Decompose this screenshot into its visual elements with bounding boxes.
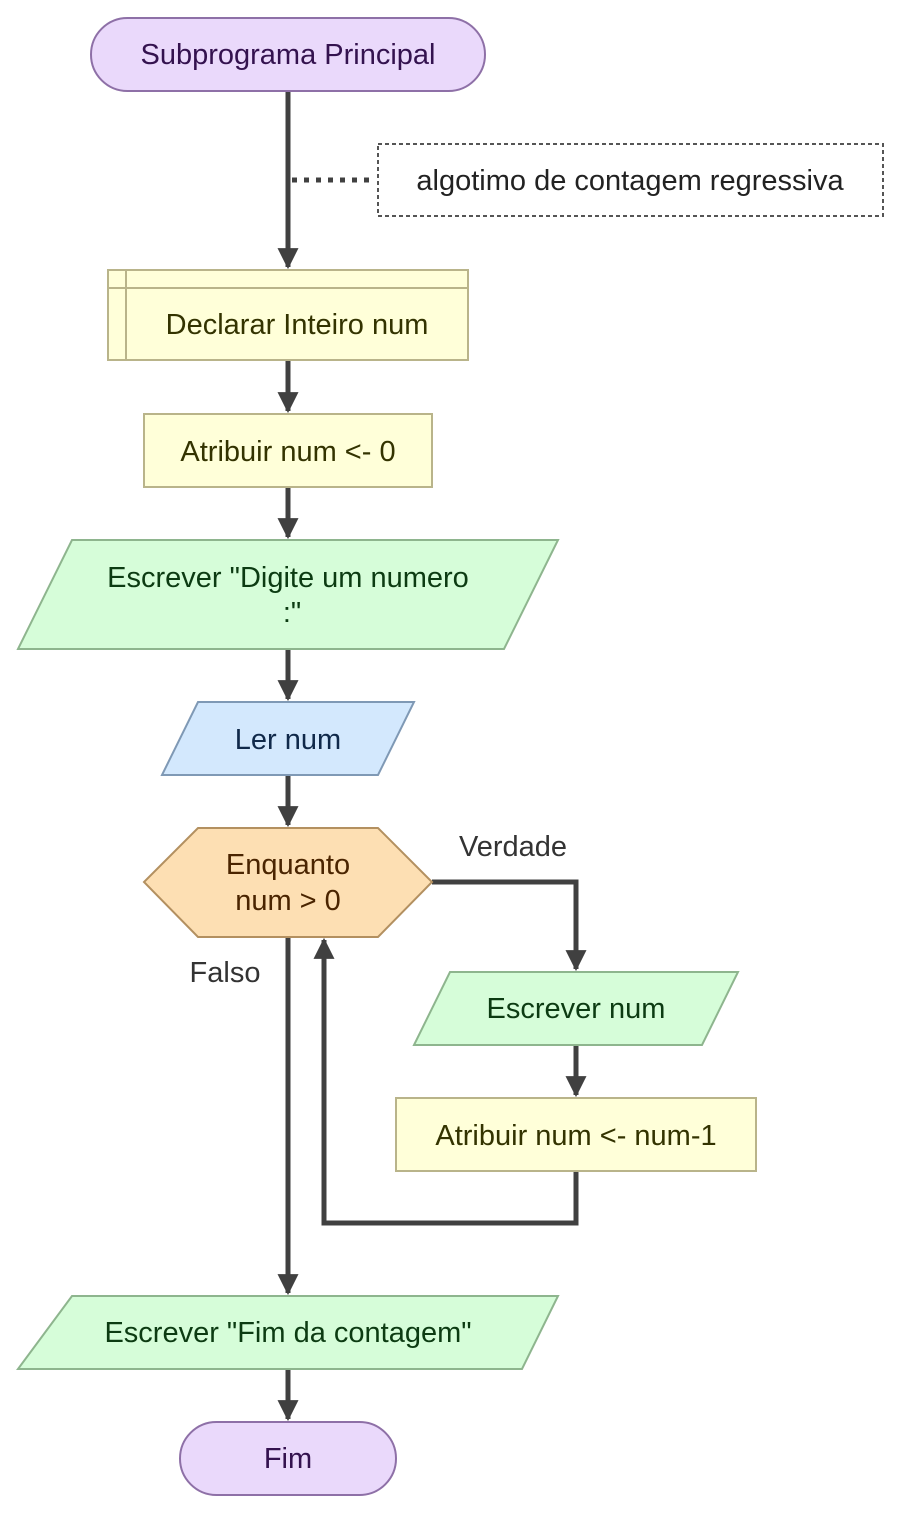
output-num-block[interactable]: Escrever num: [412, 971, 740, 1046]
edge-false-label: Falso: [190, 957, 261, 989]
input-block[interactable]: Ler num: [160, 701, 416, 776]
edge-loop-back: [313, 937, 579, 1226]
output-end-block[interactable]: Escrever "Fim da contagem": [16, 1295, 560, 1370]
output-end-label: Escrever "Fim da contagem": [104, 1317, 471, 1349]
end-terminal-label: Fim: [264, 1443, 312, 1475]
loop-label-line2: num > 0: [235, 885, 341, 917]
input-label: Ler num: [235, 724, 341, 756]
assign-init-label: Atribuir num <- 0: [180, 436, 395, 468]
output-prompt-label-line2: :": [283, 597, 301, 629]
edge-loop-true: [432, 879, 587, 972]
edge-true-label: Verdade: [459, 831, 567, 863]
assign-decrement-label: Atribuir num <- num-1: [435, 1120, 716, 1152]
loop-label-line1: Enquanto: [226, 849, 350, 881]
comment-label: algotimo de contagem regressiva: [416, 165, 844, 197]
loop-condition[interactable]: Enquanto num > 0: [142, 827, 434, 938]
declare-label: Declarar Inteiro num: [166, 309, 429, 341]
declare-block[interactable]: Declarar Inteiro num: [107, 269, 469, 361]
comment-box[interactable]: algotimo de contagem regressiva: [377, 143, 884, 217]
output-prompt-label-line1: Escrever "Digite um numero: [107, 562, 469, 594]
assign-init-block[interactable]: Atribuir num <- 0: [143, 413, 433, 488]
start-terminal[interactable]: Subprograma Principal: [90, 17, 486, 92]
output-prompt-block[interactable]: Escrever "Digite um numero :": [16, 539, 560, 650]
end-terminal[interactable]: Fim: [179, 1421, 397, 1496]
start-terminal-label: Subprograma Principal: [141, 39, 436, 71]
output-num-label: Escrever num: [487, 993, 666, 1025]
assign-decrement-block[interactable]: Atribuir num <- num-1: [395, 1097, 757, 1172]
connectors: [277, 91, 587, 1422]
